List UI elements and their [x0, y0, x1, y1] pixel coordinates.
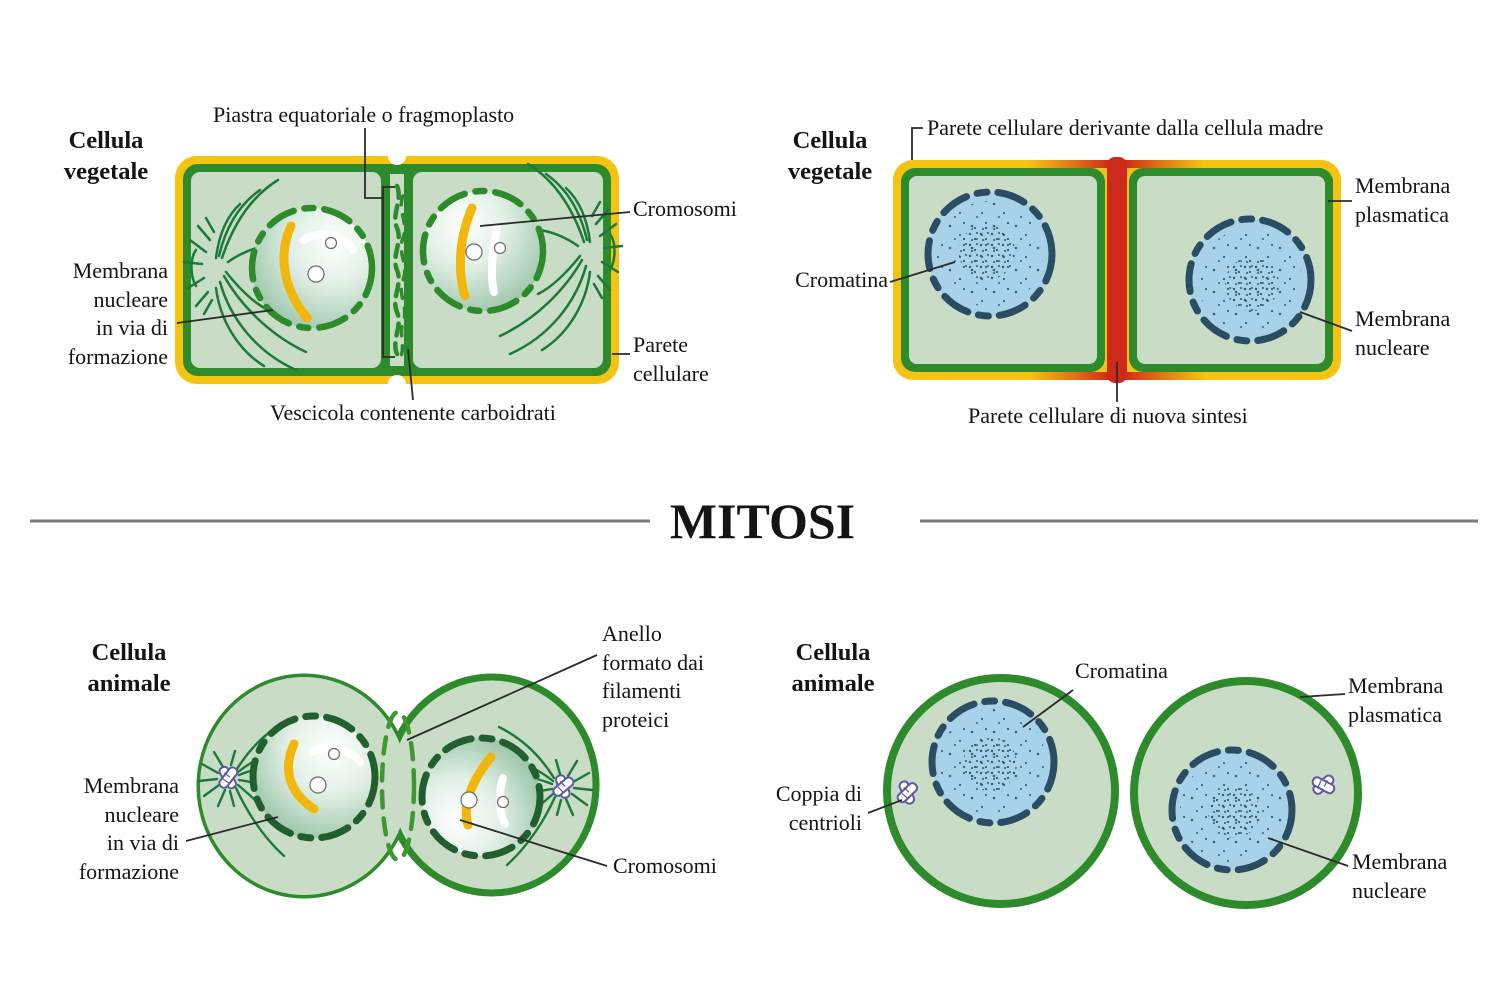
cell-plate-vesicles	[393, 183, 407, 358]
bracket-cell-plate	[382, 186, 395, 358]
leader-lines-animal-divided	[867, 689, 1349, 867]
leader-lines-plant-telophase	[176, 128, 631, 401]
leader-membrana-nucleare	[1299, 311, 1353, 332]
leader-lines-animal-telophase	[185, 654, 608, 867]
nucleus-left	[924, 188, 1056, 320]
leader-membrana-nucleare	[185, 816, 279, 842]
label-piastra-equatoriale: Piastra equatoriale o fragmoplasto	[213, 102, 515, 127]
label-parete-cellulare: Parete cellulare	[633, 332, 709, 386]
leader-membrana-nucleare	[176, 309, 274, 324]
panel-title-plant-divided: Cellula vegetale	[787, 127, 873, 186]
chromosome-yellow	[284, 739, 319, 814]
label-parete-nuova-sintesi: Parete cellulare di nuova sintesi	[968, 403, 1248, 428]
label-membrana-plasmatica: Membrana plasmatica	[1348, 673, 1444, 727]
leader-membrana-nucleare	[1267, 837, 1349, 867]
chromosome-white	[308, 743, 364, 766]
leader-cromosomi	[479, 211, 631, 227]
panel-title-animal-divided: Cellula animale	[791, 639, 875, 698]
leader-lines-plant-divided	[889, 127, 1353, 402]
label-cromosomi: Cromosomi	[613, 853, 717, 878]
chromosome-yellow	[279, 221, 312, 323]
nucleus-left	[928, 697, 1058, 827]
plant-divided-cells	[889, 127, 1353, 402]
leader-cromosomi	[459, 819, 608, 867]
nucleus-right	[1185, 215, 1315, 345]
leader-coppia-centrioli	[867, 799, 903, 814]
chromatin	[963, 737, 1017, 791]
wall-notch-top	[388, 147, 406, 165]
label-vescicola: Vescicola contenente carboidrati	[270, 400, 556, 425]
nucleus-right	[1168, 746, 1296, 874]
label-membrana-nucleare-formazione: Membrana nucleare in via di formazione	[67, 258, 168, 369]
animal-telophase-cells	[185, 654, 608, 899]
leader-cromatina	[889, 261, 956, 283]
mitosi-heading: MITOSI	[669, 493, 856, 549]
nucleus-forming-right	[419, 187, 547, 315]
chromatin	[1225, 257, 1279, 311]
label-membrana-nucleare-formazione: Membrana nucleare in via di formazione	[78, 773, 179, 884]
chromatin	[1208, 786, 1260, 838]
nucleus-forming-right	[418, 734, 544, 860]
chromosome-white	[487, 224, 501, 296]
leader-parete-madre	[911, 127, 923, 160]
nucleus-forming-left	[249, 712, 379, 842]
label-cromosomi: Cromosomi	[633, 196, 737, 221]
label-membrana-nucleare: Membrana nucleare	[1352, 849, 1448, 903]
chromosome-yellow	[455, 203, 477, 301]
animal-divided-cells	[867, 674, 1362, 909]
leader-cromatina	[1022, 689, 1074, 728]
leader-piastra	[364, 128, 383, 199]
panel-title-plant-telophase: Cellula vegetale	[63, 127, 149, 186]
new-cell-wall	[1107, 157, 1127, 383]
label-parete-madre: Parete cellulare derivante dalla cellula…	[927, 115, 1324, 140]
label-membrana-nucleare: Membrana nucleare	[1355, 306, 1451, 360]
label-cromatina: Cromatina	[1075, 658, 1168, 683]
leader-membrana-plasmatica	[1299, 693, 1346, 698]
leader-vescicola	[407, 348, 414, 401]
wall-notch-bottom	[388, 375, 406, 393]
nucleus-forming-left	[248, 204, 376, 332]
label-anello-filamenti: Anello formato dai filamenti proteici	[602, 621, 705, 732]
plant-telophase-cells	[175, 128, 631, 401]
label-coppia-centrioli: Coppia di centrioli	[775, 781, 862, 835]
contractile-ring	[379, 709, 417, 863]
chromosome-white	[300, 230, 357, 254]
leader-anello	[406, 654, 598, 741]
panel-title-animal-telophase: Cellula animale	[87, 639, 171, 698]
label-membrana-plasmatica: Membrana plasmatica	[1355, 173, 1451, 227]
label-cromatina: Cromatina	[795, 267, 888, 292]
chromatin	[959, 224, 1015, 280]
